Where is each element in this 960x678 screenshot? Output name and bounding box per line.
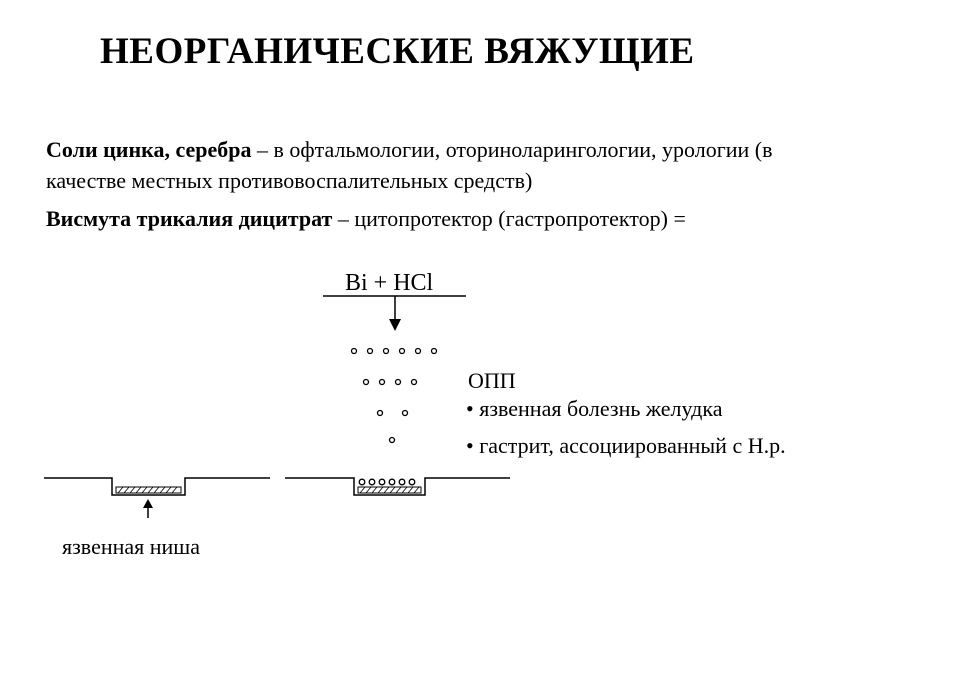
paragraph-zinc-silver: Соли цинка, серебра – в офтальмологии, о… <box>46 134 846 196</box>
up-arrow-head <box>143 499 153 508</box>
paragraph-bismuth: Висмута трикалия дицитрат – цитопротекто… <box>46 203 846 234</box>
precipitate-particles <box>350 347 438 444</box>
indication-bullet-2: • гастрит, ассоциированный с H.p. <box>466 433 786 458</box>
protective-film-particles <box>358 478 416 486</box>
formula-bi-hcl: Bi + HCl <box>345 270 434 296</box>
paragraph-bismuth-term: Висмута трикалия дицитрат <box>46 206 333 231</box>
left-ulcer-niche <box>44 477 270 496</box>
slide-title: НЕОРГАНИЧЕСКИЕ ВЯЖУЩИЕ <box>100 31 695 72</box>
paragraph-zinc-silver-text: – в офтальмологии, оториноларингологии, … <box>46 137 773 193</box>
opp-label: ОПП <box>468 368 516 393</box>
paragraph-bismuth-text: – цитопротектор (гастропротектор) = <box>332 206 686 231</box>
paragraph-zinc-silver-term: Соли цинка, серебра <box>46 137 252 162</box>
indication-bullet-1: • язвенная болезнь желудка <box>466 396 723 421</box>
ulcer-niche-label: язвенная ниша <box>62 534 201 559</box>
down-arrow-head <box>389 319 401 331</box>
right-ulcer-niche <box>285 477 510 496</box>
